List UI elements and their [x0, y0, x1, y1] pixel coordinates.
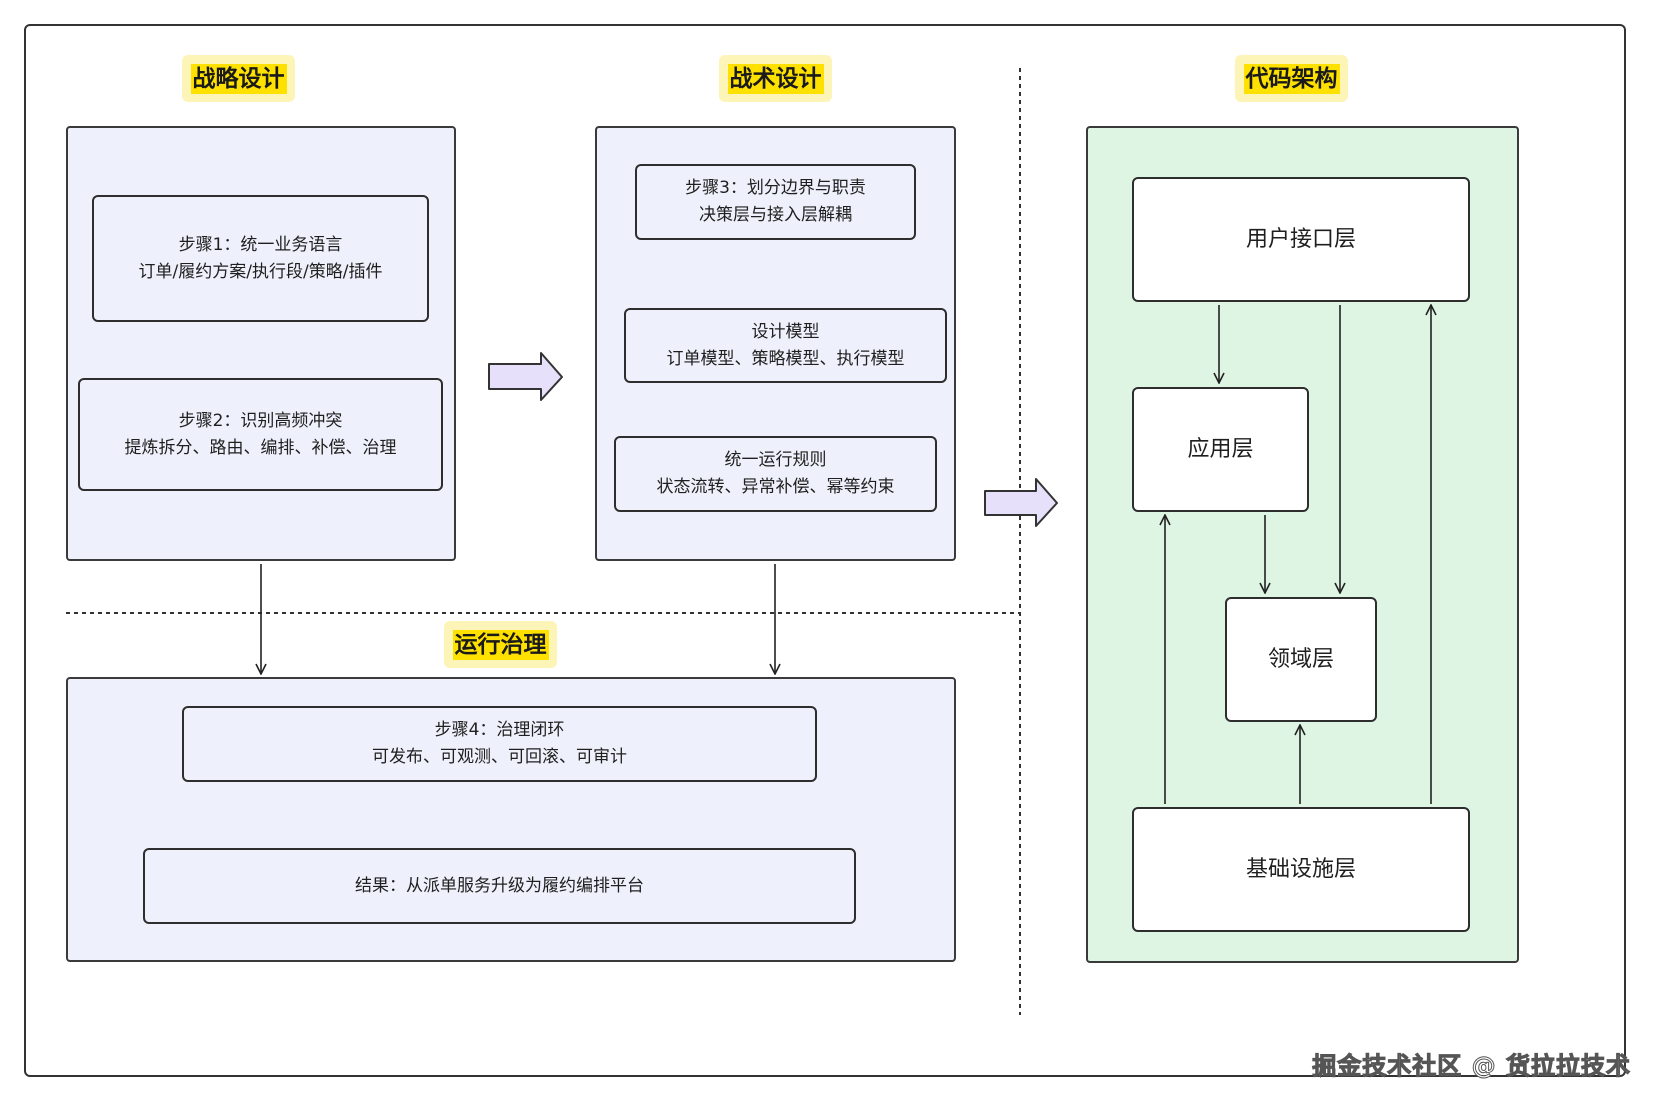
step4-detail: 可发布、可观测、可回滚、可审计 — [372, 747, 627, 767]
result-box: 结果：从派单服务升级为履约编排平台 — [143, 848, 856, 924]
code-architecture-title: 代码架构 — [1235, 55, 1348, 102]
step2-detail: 提炼拆分、路由、编排、补偿、治理 — [124, 437, 397, 458]
runtime-rules-detail: 状态流转、异常补偿、幂等约束 — [656, 477, 895, 497]
step3-title: 步骤3：划分边界与职责 — [685, 178, 866, 198]
step1-detail: 订单/履约方案/执行段/策略/插件 — [138, 261, 383, 282]
design-model-title: 设计模型 — [751, 321, 820, 342]
tactical-to-code-block-arrow — [984, 478, 1058, 527]
domain-layer-box: 领域层 — [1225, 597, 1377, 722]
step2-box: 步骤2：识别高频冲突 提炼拆分、路由、编排、补偿、治理 — [78, 378, 443, 491]
runtime-rules-title: 统一运行规则 — [724, 450, 827, 470]
diagram-frame — [24, 24, 1626, 1077]
governance-panel — [66, 677, 956, 962]
step4-box: 步骤4：治理闭环 可发布、可观测、可回滚、可审计 — [182, 706, 817, 782]
runtime-rules-box: 统一运行规则 状态流转、异常补偿、幂等约束 — [614, 436, 937, 512]
step1-title: 步骤1：统一业务语言 — [178, 234, 343, 255]
step4-title: 步骤4：治理闭环 — [434, 720, 565, 740]
application-layer-box: 应用层 — [1132, 387, 1309, 512]
tactical-panel — [595, 126, 956, 561]
step3-detail: 决策层与接入层解耦 — [699, 205, 852, 225]
step1-box: 步骤1：统一业务语言 订单/履约方案/执行段/策略/插件 — [92, 195, 429, 322]
application-layer-label: 应用层 — [1187, 437, 1254, 462]
strategic-to-tactical-block-arrow — [488, 352, 563, 401]
infrastructure-layer-box: 基础设施层 — [1132, 807, 1470, 932]
step2-title: 步骤2：识别高频冲突 — [178, 410, 343, 431]
infrastructure-layer-label: 基础设施层 — [1245, 857, 1356, 882]
tactical-design-title: 战术设计 — [719, 55, 832, 102]
domain-layer-label: 领域层 — [1267, 647, 1334, 672]
user-interface-layer-box: 用户接口层 — [1132, 177, 1470, 302]
step3-box: 步骤3：划分边界与职责 决策层与接入层解耦 — [635, 164, 916, 240]
user-interface-layer-label: 用户接口层 — [1245, 227, 1356, 252]
watermark: 掘金技术社区 @ 货拉拉技术 — [1312, 1052, 1631, 1081]
strategic-design-title: 战略设计 — [182, 55, 295, 102]
design-model-detail: 订单模型、策略模型、执行模型 — [666, 348, 905, 369]
strategic-panel — [66, 126, 456, 561]
design-model-box: 设计模型 订单模型、策略模型、执行模型 — [624, 308, 947, 383]
result-text: 结果：从派单服务升级为履约编排平台 — [355, 875, 644, 896]
governance-title: 运行治理 — [444, 621, 557, 668]
